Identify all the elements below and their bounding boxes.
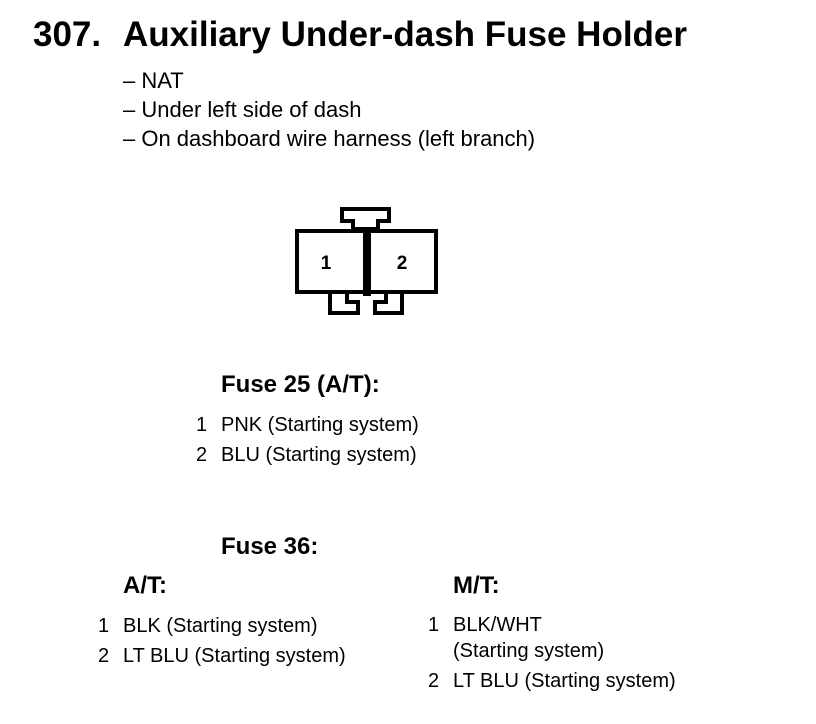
fuse36-at-label: A/T: (123, 572, 167, 599)
fuse36-mt-pin2-desc: LT BLU (Starting system) (453, 670, 676, 692)
fuse36-at-pin2-number: 2 (98, 645, 110, 667)
cavity-1-label: 1 (321, 253, 332, 274)
fuse25-pin2-number: 2 (196, 444, 208, 466)
fuse25-pin1-number: 1 (196, 414, 208, 436)
fuse36-mt-pin1-number: 1 (428, 614, 440, 636)
fuse25-pin2-desc: BLU (Starting system) (221, 444, 417, 466)
fuse36-at-pin1-desc: BLK (Starting system) (123, 615, 318, 637)
fuse36-mt-label: M/T: (453, 572, 500, 599)
fuse-holder-connector-diagram: 1 2 (295, 207, 438, 315)
fuse25-pin1-desc: PNK (Starting system) (221, 414, 419, 436)
page-title: Auxiliary Under-dash Fuse Holder (123, 15, 688, 54)
fuse36-heading: Fuse 36: (221, 533, 319, 560)
fuse36-mt-pin2-number: 2 (428, 670, 440, 692)
page-number: 307. (33, 15, 102, 54)
location-line-1: – NAT (123, 68, 184, 93)
cavity-2-label: 2 (397, 253, 408, 274)
location-line-2: – Under left side of dash (123, 97, 362, 122)
fuse36-mt-pin1-desc: BLK/WHT (453, 614, 542, 636)
fuse36-at-pin2-desc: LT BLU (Starting system) (123, 645, 346, 667)
fuse36-at-pin1-number: 1 (98, 615, 110, 637)
fuse36-mt-pin1-desc-cont: (Starting system) (453, 640, 605, 662)
fuse25-heading: Fuse 25 (A/T): (221, 371, 380, 398)
location-line-3: – On dashboard wire harness (left branch… (123, 126, 536, 151)
